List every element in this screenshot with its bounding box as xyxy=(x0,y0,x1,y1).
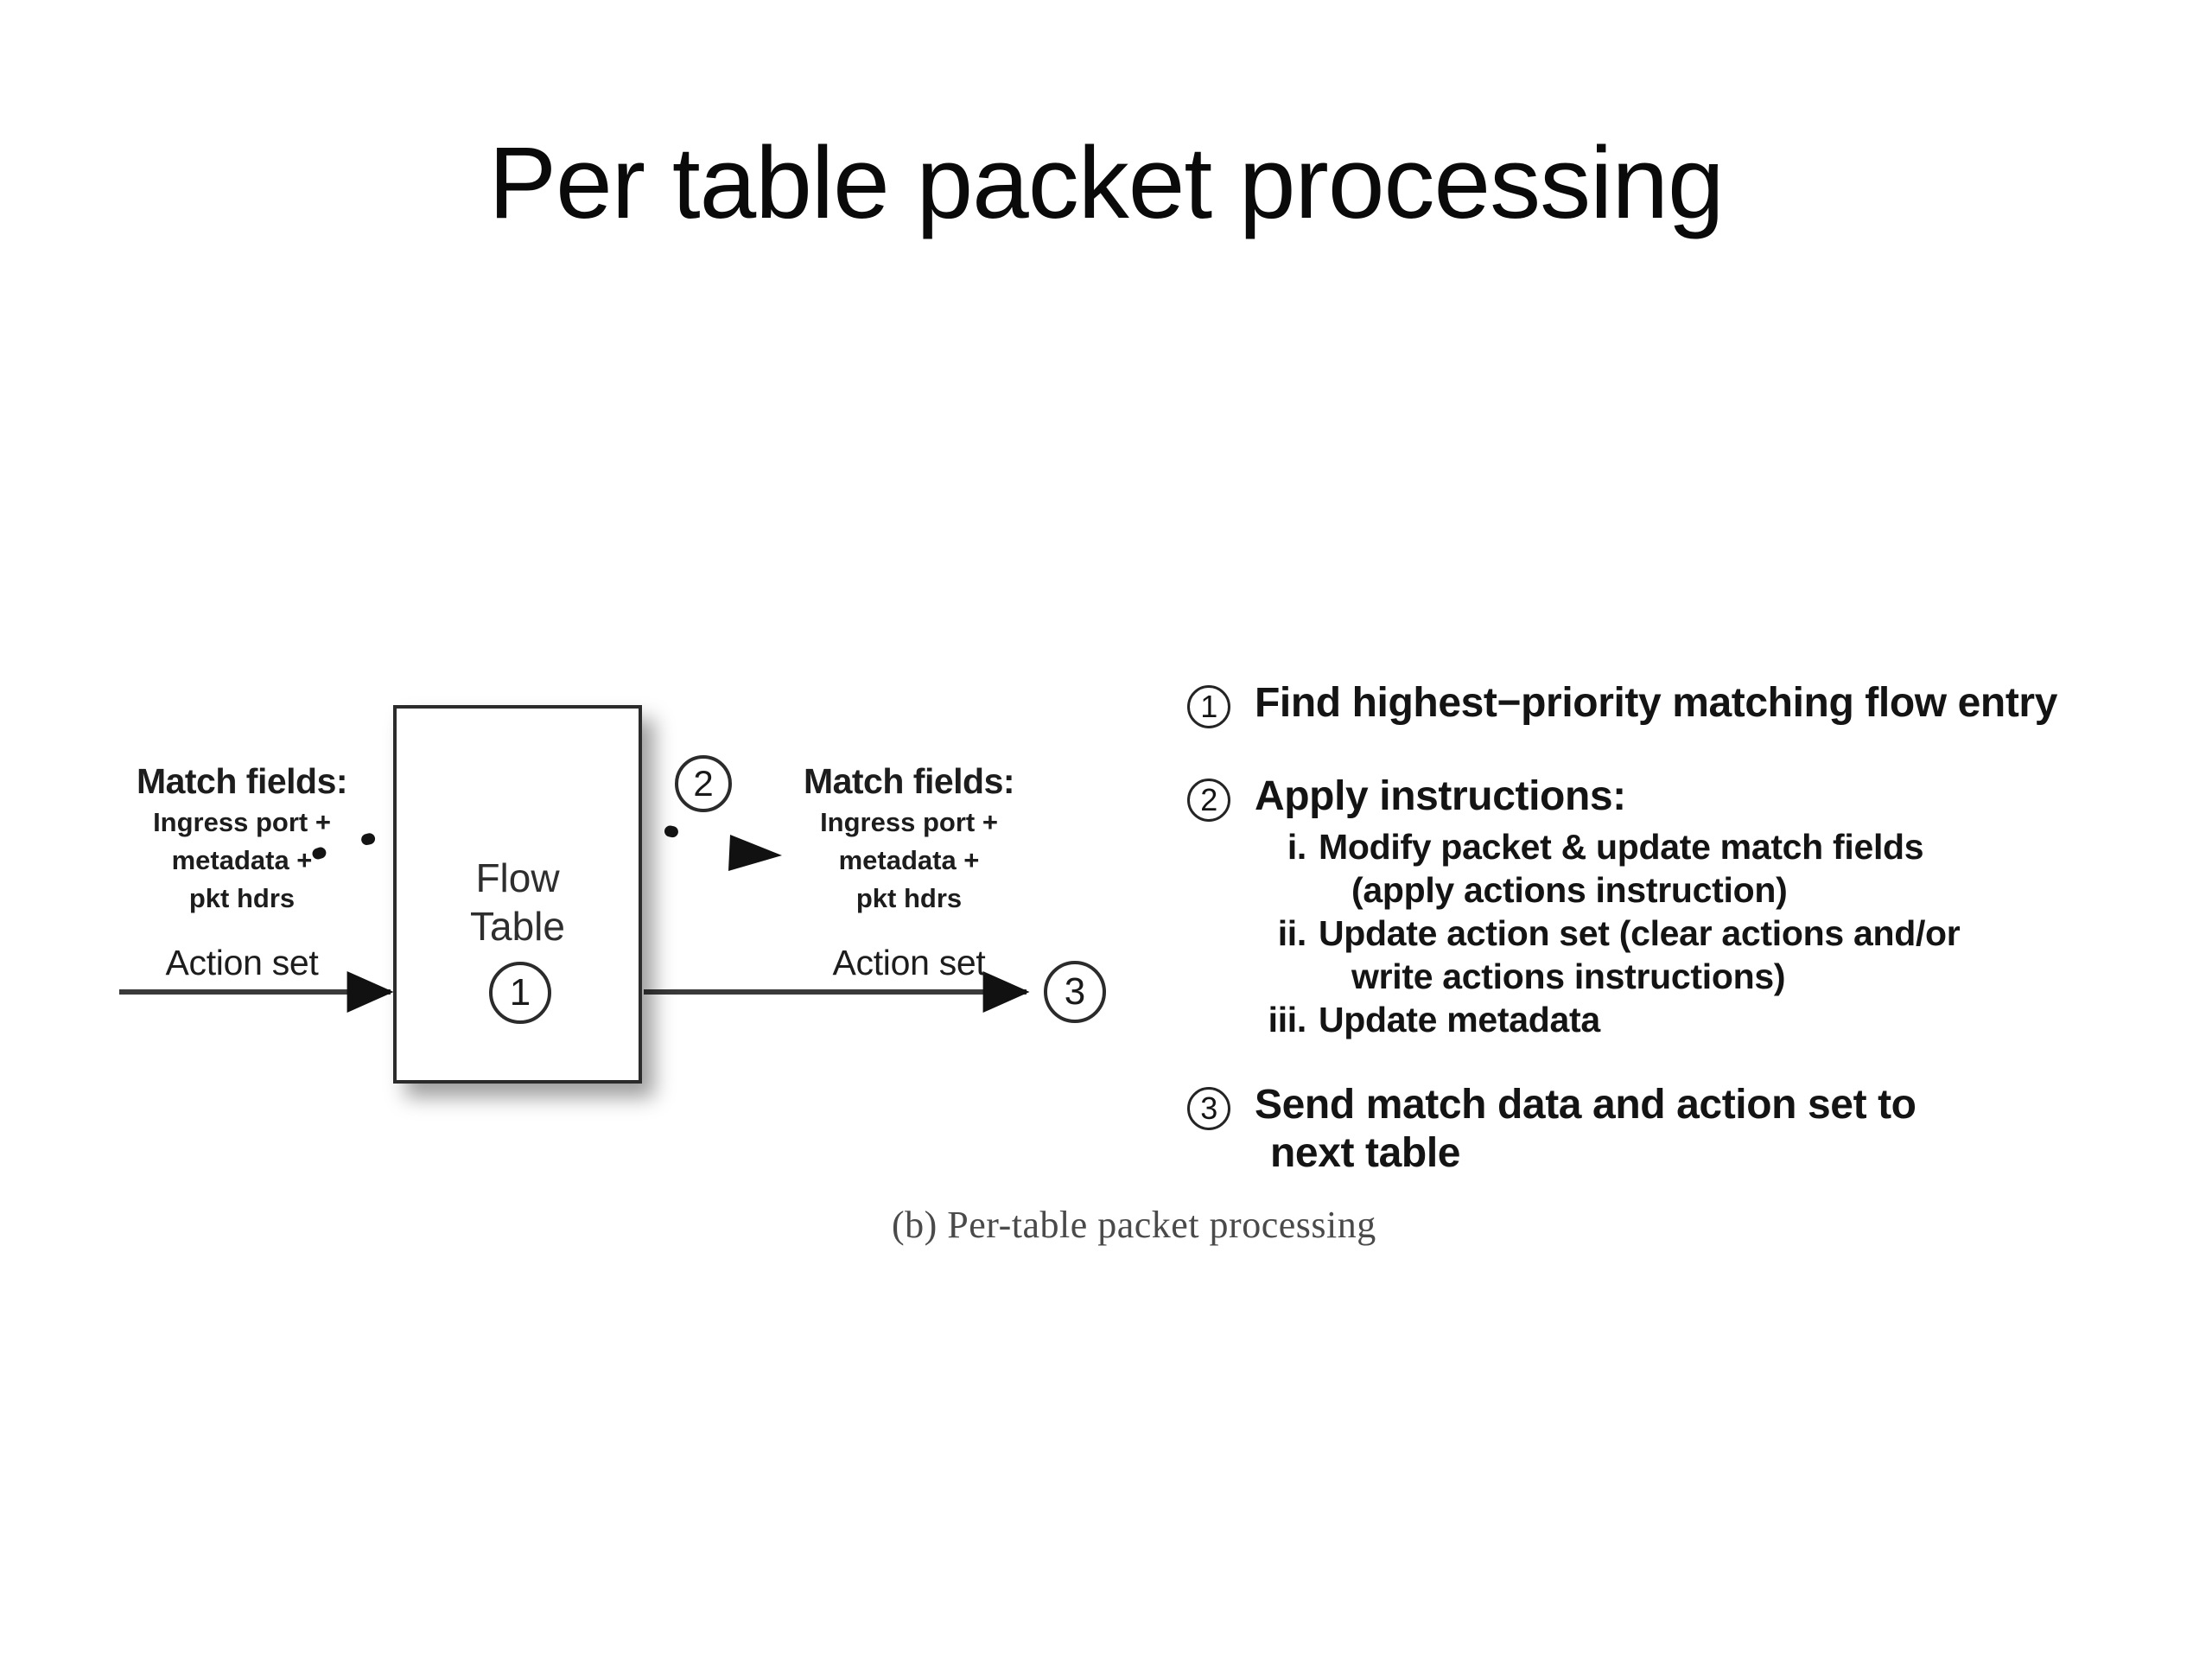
output-match-fields-block: Match fields: Ingress port + metadata + … xyxy=(753,760,1065,983)
input-action-set-label: Action set xyxy=(165,943,319,983)
output-match-fields-line-2: metadata + xyxy=(838,845,980,876)
step-item-2: 2 Apply instructions: i. Modify packet &… xyxy=(1187,772,2207,1042)
figure-caption: (b) Per-table packet processing xyxy=(892,1204,1376,1246)
input-match-fields-block: Match fields: Ingress port + metadata + … xyxy=(86,760,397,983)
diagram-badge-2: 2 xyxy=(675,755,732,812)
page-title: Per table packet processing xyxy=(488,126,1724,240)
substep-i-marker: i. xyxy=(1287,827,1306,868)
output-action-set-label: Action set xyxy=(832,943,986,983)
step-gap-2 xyxy=(1187,1041,2207,1081)
flow-table-label: Flow Table xyxy=(393,854,642,950)
substep-ii: ii. Update action set (clear actions and… xyxy=(1187,912,2207,955)
substep-iii-marker: iii. xyxy=(1268,1000,1307,1040)
substep-ii-text: Update action set (clear actions and/or xyxy=(1319,913,1961,954)
input-match-fields-line-1: Ingress port + xyxy=(153,807,331,838)
input-match-fields-line-3: pkt hdrs xyxy=(188,882,296,913)
substep-i: i. Modify packet & update match fields xyxy=(1187,825,2207,868)
substep-iii-text: Update metadata xyxy=(1319,1000,1600,1040)
step-3-badge: 3 xyxy=(1187,1083,1239,1131)
step-3-continuation: next table xyxy=(1270,1130,1461,1177)
processing-steps-list: 1 Find highest−priority matching flow en… xyxy=(1187,679,2207,1178)
step-3-text: Send match data and action set to xyxy=(1255,1082,1916,1128)
flow-table-label-line1: Flow xyxy=(475,855,560,900)
substep-i-continuation: (apply actions instruction) xyxy=(1351,870,1788,911)
step-2-badge: 2 xyxy=(1187,774,1239,822)
substep-i-text: Modify packet & update match fields xyxy=(1319,827,1924,868)
output-match-fields-heading: Match fields: xyxy=(803,761,1015,801)
substep-ii-marker: ii. xyxy=(1277,913,1307,954)
flow-table-label-line2: Table xyxy=(470,904,565,950)
step-1-text: Find highest−priority matching flow entr… xyxy=(1255,680,2057,726)
output-match-fields-line-3: pkt hdrs xyxy=(855,882,963,913)
substep-ii-continuation: write actions instructions) xyxy=(1351,957,1786,997)
step-2-substeps: i. Modify packet & update match fields (… xyxy=(1187,825,2207,1041)
step-item-1: 1 Find highest−priority matching flow en… xyxy=(1187,679,2207,728)
step-1-badge: 1 xyxy=(1187,681,1239,728)
diagram-badge-3: 3 xyxy=(1044,961,1106,1023)
step-item-3: 3 Send match data and action set to next… xyxy=(1187,1081,2207,1177)
input-match-fields-heading: Match fields: xyxy=(136,761,348,801)
step-gap-1 xyxy=(1187,728,2207,772)
step-2-text: Apply instructions: xyxy=(1255,772,1626,819)
diagram-badge-1: 1 xyxy=(489,962,551,1024)
output-match-fields-line-1: Ingress port + xyxy=(820,807,998,838)
input-match-fields-line-2: metadata + xyxy=(171,845,313,876)
substep-iii: iii. Update metadata xyxy=(1187,998,2207,1041)
